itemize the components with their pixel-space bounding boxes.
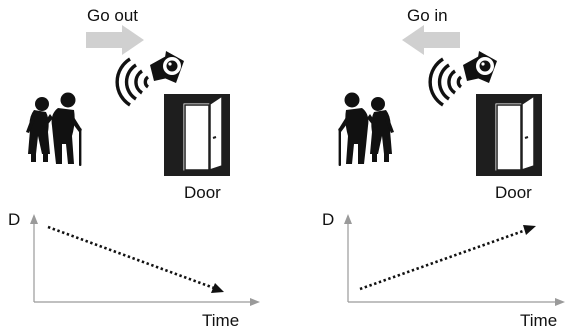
panel-right-chart bbox=[344, 214, 565, 306]
panel-left-x-axis-arrowhead bbox=[250, 298, 260, 306]
panel-left-trend-line bbox=[48, 227, 214, 288]
panel-right-signal-waves-icon bbox=[430, 59, 461, 105]
panel-right-elderly-couple-icon bbox=[338, 93, 394, 167]
panel-right-x-axis-arrowhead bbox=[555, 298, 565, 306]
panel-left-y-axis-arrowhead bbox=[30, 214, 38, 224]
panel-right-direction-arrow bbox=[402, 25, 460, 55]
panel-left-signal-waves-icon bbox=[117, 59, 148, 105]
panel-left-elderly-couple-icon bbox=[26, 93, 82, 167]
panel-right-door-icon bbox=[476, 94, 542, 176]
panel-right-trend-line bbox=[360, 230, 526, 289]
panel-right-camera-icon bbox=[463, 51, 497, 83]
panel-left-chart bbox=[30, 214, 260, 306]
panel-right-y-axis-arrowhead bbox=[344, 214, 352, 224]
panel-left-door-icon bbox=[164, 94, 230, 176]
panel-right-trend-arrowhead bbox=[523, 225, 536, 235]
panel-left-camera-icon bbox=[150, 51, 184, 83]
panel-left-direction-arrow bbox=[86, 25, 144, 55]
